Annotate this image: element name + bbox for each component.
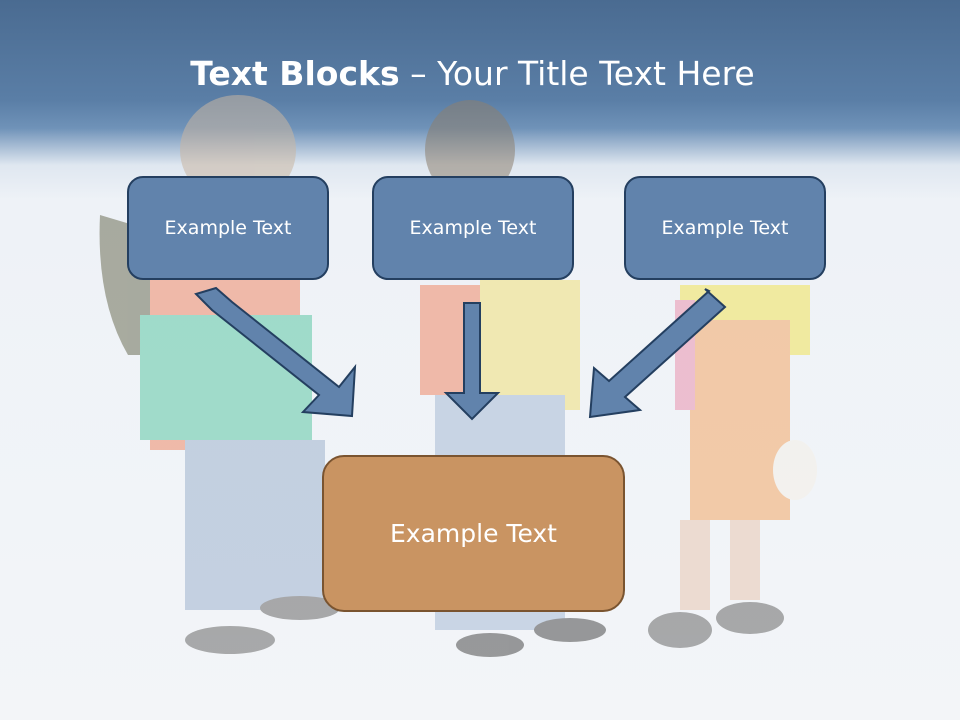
text-block-bottom[interactable]: Example Text: [322, 455, 625, 612]
text-block-bottom-label: Example Text: [390, 519, 557, 548]
text-block-1-label: Example Text: [164, 217, 292, 239]
child-right-figure: [648, 285, 817, 648]
arrow-right: [588, 288, 727, 419]
arrow-middle: [443, 302, 501, 421]
text-block-2-label: Example Text: [409, 217, 537, 239]
text-block-3[interactable]: Example Text: [624, 176, 826, 280]
arrow-left: [194, 286, 357, 418]
title-rest-text: Your Title Text Here: [437, 54, 755, 93]
text-block-2[interactable]: Example Text: [372, 176, 574, 280]
text-block-1[interactable]: Example Text: [127, 176, 329, 280]
title-dash: –: [399, 54, 438, 93]
child-left-figure: [99, 95, 340, 654]
text-block-3-label: Example Text: [661, 217, 789, 239]
slide-title: Text Blocks – Your Title Text Here: [0, 54, 945, 94]
title-bold-text: Text Blocks: [190, 54, 400, 93]
